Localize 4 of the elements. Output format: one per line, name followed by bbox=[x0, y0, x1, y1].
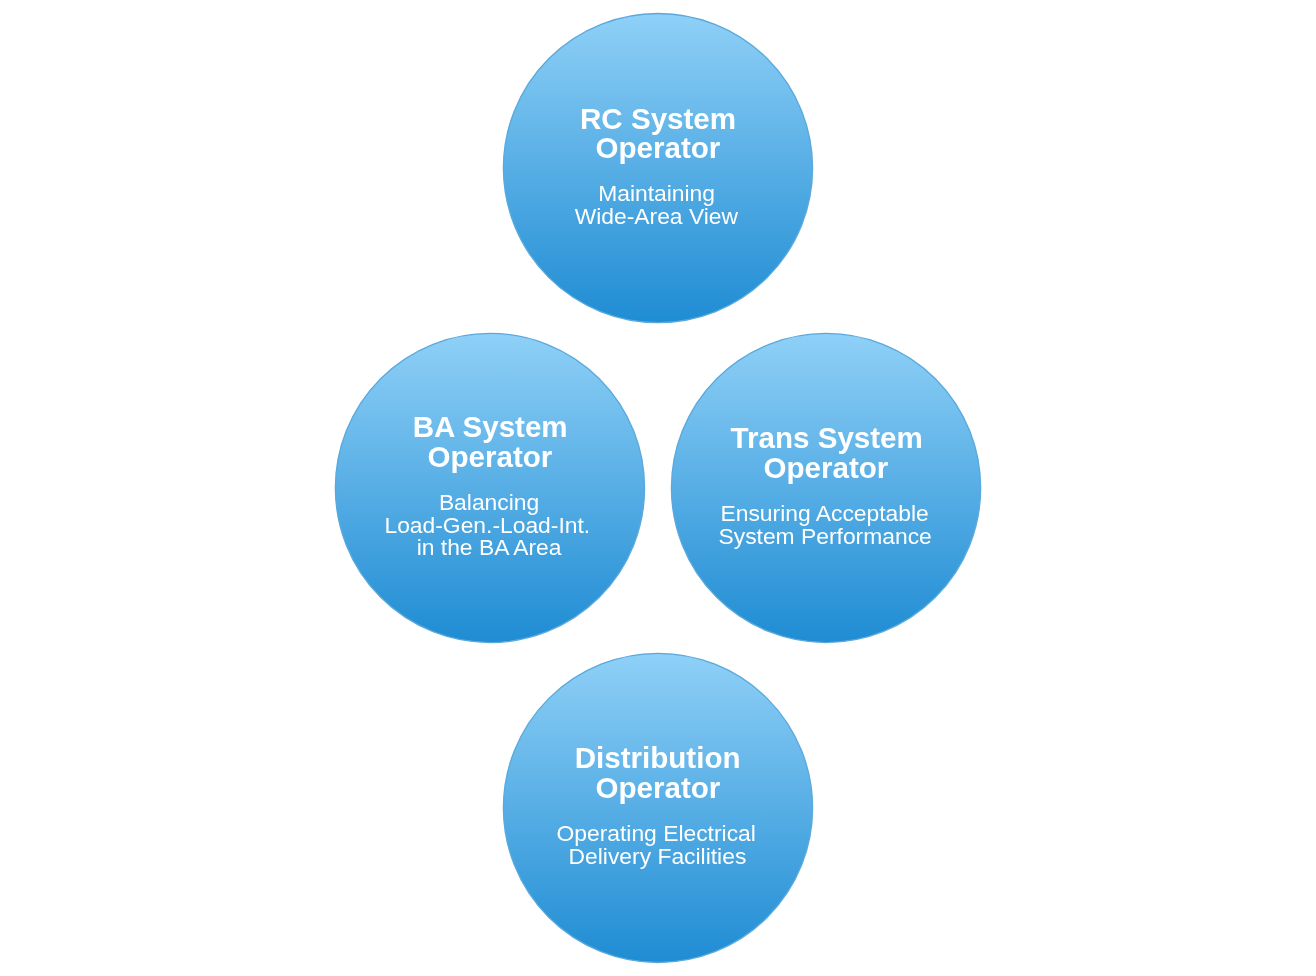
node-circle: BA System Operator Balancing Load-Gen.-Load-Int. in the BA Area bbox=[334, 332, 646, 644]
node-circle: Trans System Operator Ensuring Acceptable System Performance bbox=[670, 332, 982, 644]
node-circle: RC System Operator Maintaining Wide-Area View bbox=[502, 12, 814, 324]
node-circle: Distribution Operator Operating Electrical Delivery Facilities bbox=[502, 652, 814, 964]
